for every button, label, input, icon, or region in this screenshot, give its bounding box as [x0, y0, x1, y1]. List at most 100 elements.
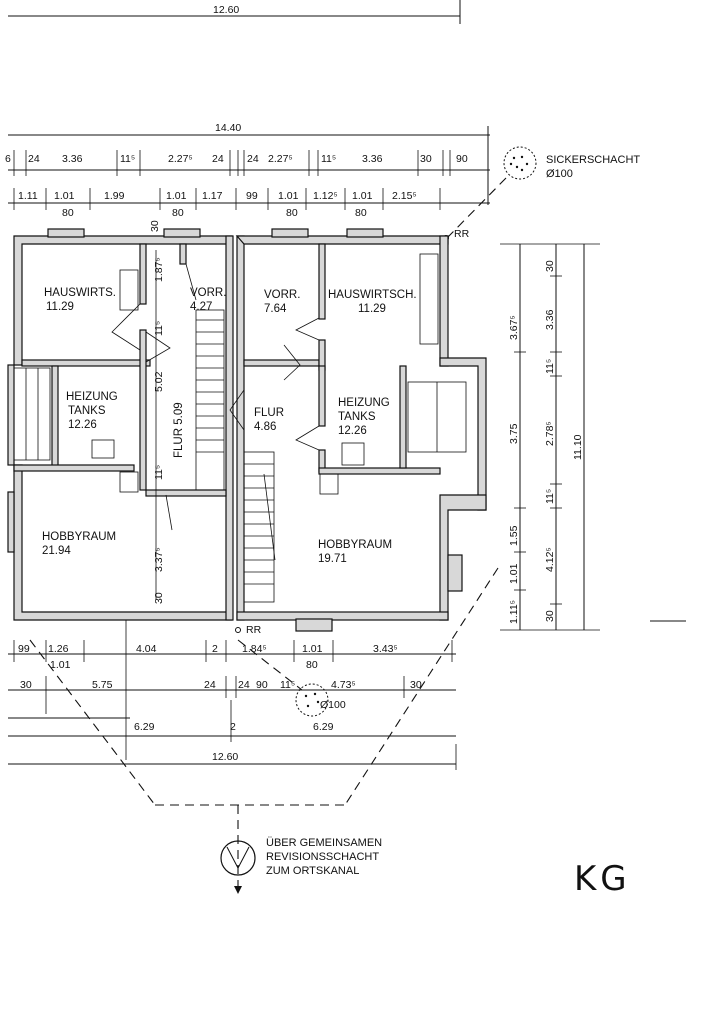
inner-dimensions: 1.87⁵ 11⁵ 5.02 11⁵ 3.37⁵ 30	[153, 250, 165, 604]
room-labels: HAUSWIRTS. 11.29 VORR. 4.27 VORR. 7.64 H…	[42, 287, 417, 565]
room-hobby-right-area: 19.71	[318, 553, 347, 565]
dim-row3-2: 80	[286, 207, 298, 219]
dim-inner-3-37: 3.37⁵	[153, 547, 165, 572]
dim-row2-9: 2.15⁵	[392, 190, 417, 202]
dim-right-r2-3: 1.01	[508, 563, 520, 584]
dim-right-r2-1: 3.75	[508, 423, 520, 444]
dim-inner-11b: 11⁵	[153, 465, 165, 480]
dim-right-r1-6: 30	[544, 610, 556, 622]
dim-bottom-row1-4: 1.84⁵	[242, 643, 267, 655]
dim-right-r1-1: 3.36	[544, 309, 556, 330]
dim-right-r1-5: 4.12⁵	[544, 547, 556, 572]
room-hauswirtsch-right-name: HAUSWIRTSCH.	[328, 289, 417, 301]
dim-row1-9: 3.36	[362, 153, 383, 165]
room-hobby-left-name: HOBBYRAUM	[42, 531, 116, 543]
dim-row2-5: 99	[246, 190, 258, 202]
dim-row3-1: 80	[172, 207, 184, 219]
dim-inner-11a: 11⁵	[153, 321, 165, 336]
dim-bottom-row1-2: 4.04	[136, 643, 157, 655]
room-vorr-left-area: 4.27	[190, 301, 212, 313]
dim-bottom-row2-3: 24	[238, 679, 250, 691]
room-heizung-left-area: 12.26	[68, 419, 97, 431]
revisionsschacht-symbol: ÜBER GEMEINSAMEN REVISIONSSCHACHT ZUM OR…	[220, 837, 382, 894]
dim-right-r1-0: 30	[544, 260, 556, 272]
sickerschacht-diameter: Ø100	[546, 168, 573, 180]
dim-row1-7: 2.27⁵	[268, 153, 293, 165]
room-flur-mid-name: FLUR	[254, 407, 284, 419]
dim-right-r2-0: 3.67⁵	[508, 315, 520, 340]
dim-row1-1: 24	[28, 153, 40, 165]
dim-bottom-overall: 12.60	[212, 751, 238, 763]
dim-bottom-row2-2: 24	[204, 679, 216, 691]
dim-row1-0: 6	[5, 153, 11, 165]
dim-inner-30: 30	[153, 592, 165, 604]
room-hauswirts-left-area: 11.29	[46, 301, 74, 313]
room-heizung-right-name2: TANKS	[338, 411, 376, 423]
dim-bottom-row2-0: 30	[20, 679, 32, 691]
dim-bottom-row1b-1: 80	[306, 659, 318, 671]
revisionsschacht-icon	[220, 840, 256, 876]
dim-row1-2: 3.36	[62, 153, 83, 165]
dim-bottom-d100: Ø100	[320, 699, 346, 711]
revision-line2: REVISIONSSCHACHT	[266, 851, 379, 863]
dim-row2-8: 1.01	[352, 190, 373, 202]
dim-row2-7: 1.12⁵	[313, 190, 338, 202]
dim-right-outer: 11.10	[572, 434, 584, 460]
dim-row1-5: 24	[212, 153, 224, 165]
dim-row2-0: 1.11	[18, 190, 38, 202]
dim-bottom-row2-5: 11⁵	[280, 679, 295, 691]
dim-bottom-row3-2: 6.29	[313, 721, 334, 733]
dim-row2-1: 1.01	[54, 190, 75, 202]
dim-row1-3: 11⁵	[120, 153, 135, 165]
dim-bottom-row3-0: 6.29	[134, 721, 155, 733]
dim-bottom-row2-6: 4.73⁵	[331, 679, 356, 691]
stairs	[195, 309, 275, 603]
dim-bottom-row1b-0: 1.01	[50, 659, 71, 671]
room-heizung-right-name: HEIZUNG	[338, 397, 390, 409]
dim-overall-second: 14.40	[215, 122, 241, 134]
bottom-dimensions: RR 99 1.26 4.04 2 1.84⁵ 1.01 3.43⁵ 1.01 …	[8, 620, 457, 770]
dim-row1-8: 11⁵	[321, 153, 336, 165]
revision-line3: ZUM ORTSKANAL	[266, 865, 359, 877]
room-heizung-right-area: 12.26	[338, 425, 367, 437]
dim-overall-top: 12.60	[213, 4, 239, 16]
dim-right-r2-4: 1.11⁵	[508, 600, 520, 624]
rr-bottom-label: RR	[246, 624, 262, 636]
dim-row2-2: 1.99	[104, 190, 125, 202]
dim-right-r1-3: 2.78⁵	[544, 421, 556, 446]
room-heizung-left-name2: TANKS	[68, 405, 106, 417]
dim-bottom-row2-7: 30	[410, 679, 422, 691]
dim-row3-3: 80	[355, 207, 367, 219]
room-vorr-right-name: VORR.	[264, 289, 300, 301]
revision-line1: ÜBER GEMEINSAMEN	[266, 837, 382, 849]
dim-row3-0: 80	[62, 207, 74, 219]
room-hobby-left-area: 21.94	[42, 545, 71, 557]
dim-bottom-row1-0: 99	[18, 643, 30, 655]
dim-bottom-row3-1: 2	[230, 721, 236, 733]
dim-row2-6: 1.01	[278, 190, 299, 202]
room-flur-left-name: FLUR 5.09	[173, 402, 185, 458]
drain-lines	[29, 567, 499, 890]
right-dimensions: 11.10 30 3.36 11⁵ 2.78⁵ 11⁵ 4.12⁵ 30 3.6…	[500, 243, 686, 631]
building-walls	[7, 228, 487, 632]
manhole-bottom-icon	[295, 683, 329, 717]
room-vorr-left-name: VORR.	[190, 287, 226, 299]
room-hobby-right-name: HOBBYRAUM	[318, 539, 392, 551]
dim-row1-4: 2.27⁵	[168, 153, 193, 165]
dim-bottom-row1-6: 3.43⁵	[373, 643, 398, 655]
dim-row1-10: 30	[420, 153, 432, 165]
floor-label: KG	[574, 859, 631, 899]
room-hauswirtsch-right-area: 11.29	[358, 303, 386, 315]
dim-row2-3: 1.01	[166, 190, 187, 202]
dim-inner-1-87: 1.87⁵	[153, 257, 165, 282]
dim-right-r1-4: 11⁵	[544, 489, 556, 504]
top-dimensions: 12.60 14.40 6 24 3.36 11⁵ 2.27⁵ 24 24 2.…	[5, 0, 490, 232]
dim-bottom-row2-4: 90	[256, 679, 268, 691]
dim-bottom-row2-1: 5.75	[92, 679, 113, 691]
sickerschacht-symbol: SICKERSCHACHT Ø100 RR	[443, 146, 640, 241]
room-hauswirts-left-name: HAUSWIRTS.	[44, 287, 116, 299]
fixtures	[13, 253, 467, 561]
room-flur-mid-area: 4.86	[254, 421, 276, 433]
dim-row2-4: 1.17	[202, 190, 223, 202]
